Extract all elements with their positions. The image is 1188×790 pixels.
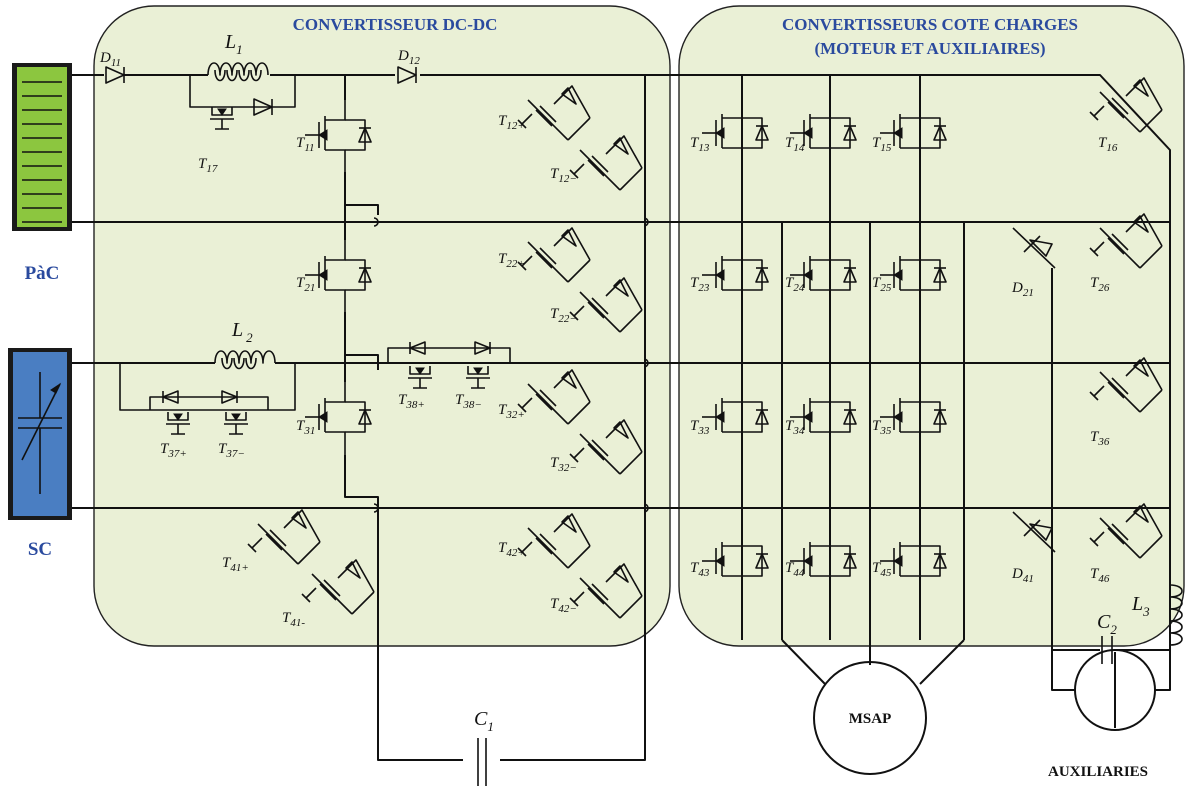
switch-t17 bbox=[189, 75, 296, 130]
c2-label: C2 bbox=[1097, 611, 1117, 637]
t35-label: T35 bbox=[872, 418, 892, 437]
t38p-label: T38+ bbox=[398, 392, 425, 411]
inverter-columns bbox=[741, 75, 965, 640]
t43-label: T43 bbox=[690, 560, 710, 579]
fuel-cell-label: PàC bbox=[25, 263, 60, 284]
c2-wires bbox=[1052, 649, 1171, 691]
t15-label: T15 bbox=[872, 135, 892, 154]
t41p-label: T41+ bbox=[222, 555, 249, 574]
t44-label: T44 bbox=[785, 560, 805, 579]
capacitor-c1 bbox=[477, 738, 487, 786]
inductor-l3 bbox=[1169, 584, 1183, 646]
t33-label: T33 bbox=[690, 418, 710, 437]
d11-label: D11 bbox=[99, 50, 121, 69]
t37m-label: T37− bbox=[218, 441, 245, 460]
motor-phase-wires bbox=[781, 639, 965, 685]
load-converter-panel bbox=[678, 5, 1185, 647]
t22p-label: T22+ bbox=[498, 251, 525, 270]
t46-label: T46 bbox=[1090, 566, 1110, 585]
auxiliaries-label: AUXILIARIES bbox=[1048, 764, 1148, 780]
t16-label: T16 bbox=[1098, 135, 1118, 154]
t12p-label: T12+ bbox=[498, 113, 525, 132]
t23-label: T23 bbox=[690, 275, 710, 294]
t31-label: T31 bbox=[296, 418, 315, 437]
t21-label: T21 bbox=[296, 275, 315, 294]
t37p-label: T37+ bbox=[160, 441, 187, 460]
dc-dc-right-rail bbox=[500, 75, 646, 761]
load-panel-title-line2: (MOTEUR ET AUXILIAIRES) bbox=[814, 39, 1045, 58]
t32p-label: T32+ bbox=[498, 402, 525, 421]
t42p-label: T42+ bbox=[498, 540, 525, 559]
t36-label: T36 bbox=[1090, 429, 1110, 448]
inductor-l1 bbox=[207, 62, 269, 82]
diode-d21 bbox=[1012, 227, 1056, 269]
t11-label: T11 bbox=[296, 135, 315, 154]
t42m-label: T42− bbox=[550, 596, 577, 615]
diode-d41 bbox=[1012, 511, 1056, 553]
l3-label: L3 bbox=[1131, 593, 1150, 619]
switch-pair-t38 bbox=[378, 341, 511, 389]
load-panel-title-line1: CONVERTISSEURS COTE CHARGES bbox=[782, 15, 1078, 34]
t22m-label: T22− bbox=[550, 306, 577, 325]
t32m-label: T32− bbox=[550, 455, 577, 474]
t13-label: T13 bbox=[690, 135, 710, 154]
switch-pair-t37 bbox=[119, 363, 296, 435]
t17-label: T17 bbox=[198, 156, 218, 175]
c1-label: C1 bbox=[474, 708, 494, 734]
supercapacitor-source bbox=[8, 348, 72, 520]
t12m-label: T12− bbox=[550, 166, 577, 185]
msap-label: MSAP bbox=[849, 711, 892, 727]
fuel-cell-source bbox=[12, 63, 72, 231]
dc-dc-converter-panel bbox=[93, 5, 671, 647]
t25-label: T25 bbox=[872, 275, 892, 294]
supercap-label: SC bbox=[28, 539, 52, 560]
d21-label: D21 bbox=[1011, 280, 1034, 299]
dc-dc-panel-title: CONVERTISSEUR DC-DC bbox=[293, 15, 498, 34]
auxiliaries-load bbox=[1074, 649, 1156, 731]
t38m-label: T38− bbox=[455, 392, 482, 411]
power-rails bbox=[72, 74, 1171, 650]
t41m-label: T41- bbox=[282, 610, 305, 629]
t45-label: T45 bbox=[872, 560, 892, 579]
msap-motor bbox=[813, 661, 927, 775]
inductor-l2 bbox=[214, 350, 276, 370]
d41-label: D41 bbox=[1011, 566, 1034, 585]
l1-label: L1 bbox=[224, 31, 243, 57]
d12-label: D12 bbox=[397, 48, 420, 67]
t14-label: T14 bbox=[785, 135, 805, 154]
t24-label: T24 bbox=[785, 275, 805, 294]
aux-mid-wire bbox=[1051, 268, 1075, 691]
dc-dc-bridge-left-rail bbox=[344, 75, 463, 761]
t34-label: T34 bbox=[785, 418, 805, 437]
t26-label: T26 bbox=[1090, 275, 1110, 294]
